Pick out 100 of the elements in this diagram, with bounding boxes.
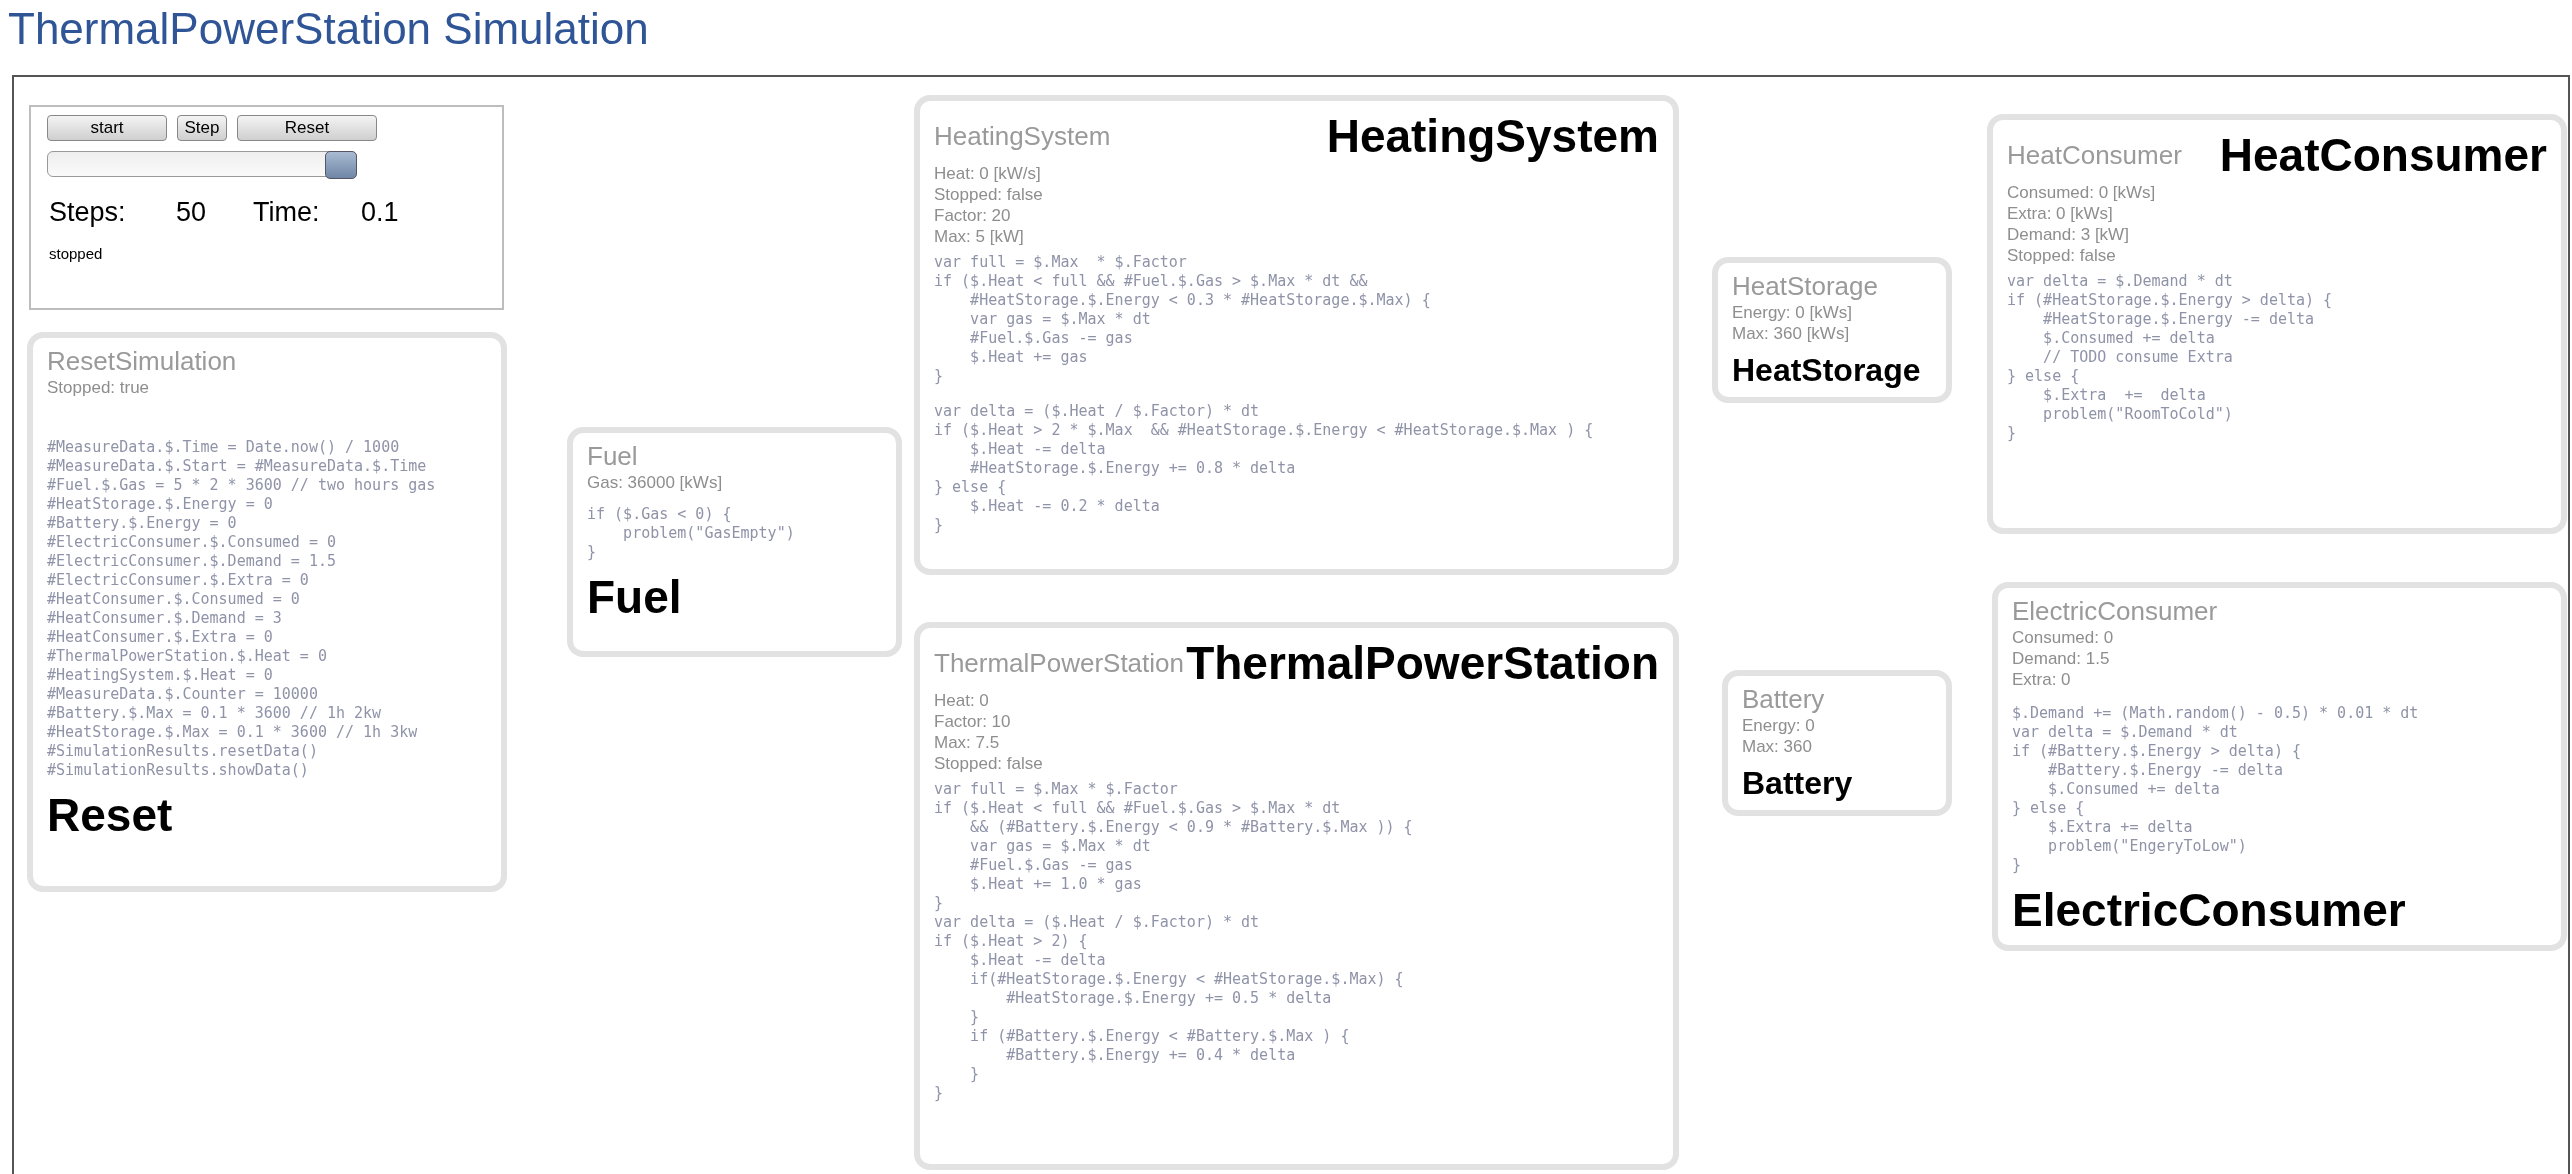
- control-panel: [29, 105, 504, 310]
- code-line: #ElectricConsumer.$.Extra = 0: [47, 571, 310, 590]
- code-line: if(#HeatStorage.$.Energy < #HeatStorage.$.Max) {: [969, 970, 1405, 989]
- code-line: problem("EngeryToLow"): [2047, 837, 2248, 856]
- code-line: $.Extra += delta: [2042, 386, 2207, 405]
- code-line: $.Consumed += delta: [2047, 780, 2221, 799]
- code-line: problem("RoomToCold"): [2042, 405, 2234, 424]
- stat-label: Time:: [253, 197, 320, 228]
- reset-button: Reset: [237, 115, 377, 141]
- object-label: Battery: [1742, 765, 1854, 802]
- code-line: if ($.Heat > 2) {: [934, 932, 1089, 951]
- stat-value: 50: [176, 197, 207, 228]
- code-line: #HeatStorage.$.Energy -= delta: [2042, 310, 2316, 329]
- page-title: ThermalPowerStation Simulation: [8, 4, 649, 54]
- property-text: Gas: 36000 [kWs]: [587, 472, 724, 493]
- code-line: } else {: [2012, 799, 2086, 818]
- property-text: Stopped: false: [2007, 245, 2117, 266]
- code-line: #HeatConsumer.$.Extra = 0: [47, 628, 274, 647]
- property-text: Demand: 1.5: [2012, 648, 2111, 669]
- panel-title: HeatingSystem: [934, 120, 1111, 152]
- code-line: }: [969, 1008, 981, 1027]
- property-text: Stopped: true: [47, 377, 151, 398]
- code-line: && (#Battery.$.Energy < 0.9 * #Battery.$.Max )) {: [969, 818, 1414, 837]
- object-panel: [1722, 670, 1952, 816]
- object-panel: [27, 332, 507, 892]
- stat-value: 0.1: [361, 197, 399, 228]
- property-text: Max: 360: [1742, 736, 1813, 757]
- code-line: if ($.Gas < 0) {: [587, 505, 733, 524]
- code-line: if ($.Heat < full && #Fuel.$.Gas > $.Max * dt: [934, 799, 1342, 818]
- panel-title: Fuel: [587, 441, 639, 472]
- code-line: if (#Battery.$.Energy < #Battery.$.Max ) {: [969, 1027, 1351, 1046]
- code-line: var delta = ($.Heat / $.Factor) * dt: [934, 402, 1261, 421]
- code-line: #Fuel.$.Gas -= gas: [969, 329, 1134, 348]
- code-line: #MeasureData.$.Counter = 10000: [47, 685, 319, 704]
- code-line: #Fuel.$.Gas = 5 * 2 * 3600 // two hours gas: [47, 476, 437, 495]
- object-panel: [1992, 582, 2567, 951]
- code-line: #HeatConsumer.$.Demand = 3: [47, 609, 283, 628]
- code-line: }: [2012, 856, 2023, 875]
- code-line: #HeatStorage.$.Max = 0.1 * 3600 // 1h 3kw: [47, 723, 419, 742]
- property-text: Extra: 0 [kWs]: [2007, 203, 2114, 224]
- property-text: Consumed: 0: [2012, 627, 2115, 648]
- property-text: Demand: 3 [kW]: [2007, 224, 2130, 245]
- code-line: #MeasureData.$.Time = Date.now() / 1000: [47, 438, 401, 457]
- code-line: var full = $.Max * $.Factor: [934, 253, 1188, 272]
- code-line: }: [587, 543, 598, 562]
- code-line: $.Consumed += delta: [2042, 329, 2216, 348]
- object-panel: [914, 622, 1679, 1170]
- panel-title: HeatStorage: [1732, 271, 1879, 302]
- code-line: }: [2007, 424, 2018, 443]
- code-line: var delta = ($.Heat / $.Factor) * dt: [934, 913, 1261, 932]
- code-line: $.Heat += gas: [969, 348, 1089, 367]
- object-label: HeatingSystem: [1326, 109, 1659, 163]
- code-line: #ElectricConsumer.$.Demand = 1.5: [47, 552, 337, 571]
- code-line: #ThermalPowerStation.$.Heat = 0: [47, 647, 328, 666]
- code-line: var delta = $.Demand * dt: [2012, 723, 2239, 742]
- object-label: ThermalPowerStation: [1186, 636, 1659, 690]
- code-line: #Battery.$.Max = 0.1 * 3600 // 1h 2kw: [47, 704, 383, 723]
- code-line: }: [934, 516, 945, 535]
- code-line: #HeatConsumer.$.Consumed = 0: [47, 590, 301, 609]
- property-text: Factor: 20: [934, 205, 1012, 226]
- code-line: $.Heat -= 0.2 * delta: [969, 497, 1161, 516]
- object-panel: [567, 427, 902, 657]
- code-line: } else {: [934, 478, 1008, 497]
- code-line: problem("GasEmpty"): [622, 524, 796, 543]
- code-line: #MeasureData.$.Start = #MeasureData.$.Time: [47, 457, 428, 476]
- code-line: $.Heat += 1.0 * gas: [969, 875, 1143, 894]
- stat-label: Steps:: [49, 197, 126, 228]
- status-text: stopped: [49, 244, 103, 264]
- code-line: var full = $.Max * $.Factor: [934, 780, 1179, 799]
- object-label: HeatConsumer: [2219, 128, 2547, 182]
- object-panel: [1712, 257, 1952, 403]
- property-text: Extra: 0: [2012, 669, 2072, 690]
- property-text: Factor: 10: [934, 711, 1012, 732]
- code-line: #SimulationResults.resetData(): [47, 742, 319, 761]
- code-line: #Battery.$.Energy -= delta: [2047, 761, 2284, 780]
- property-text: Consumed: 0 [kWs]: [2007, 182, 2157, 203]
- code-line: #Fuel.$.Gas -= gas: [969, 856, 1134, 875]
- property-text: Max: 5 [kW]: [934, 226, 1025, 247]
- panel-title: Battery: [1742, 684, 1826, 715]
- code-line: $.Heat -= delta: [969, 951, 1107, 970]
- property-text: Energy: 0 [kWs]: [1732, 302, 1853, 323]
- code-line: if (#HeatStorage.$.Energy > delta) {: [2007, 291, 2334, 310]
- property-text: Energy: 0: [1742, 715, 1816, 736]
- property-text: Stopped: false: [934, 184, 1044, 205]
- object-label: HeatStorage: [1732, 352, 1922, 389]
- object-panel: [914, 95, 1679, 575]
- panel-title: ElectricConsumer: [2012, 596, 2219, 627]
- panel-title: ThermalPowerStation: [934, 647, 1184, 679]
- property-text: Max: 360 [kWs]: [1732, 323, 1851, 344]
- property-text: Heat: 0: [934, 690, 990, 711]
- code-line: var gas = $.Max * dt: [969, 837, 1152, 856]
- code-line: #HeatStorage.$.Energy += 0.5 * delta: [1005, 989, 1333, 1008]
- step-button: Step: [177, 115, 227, 141]
- code-line: }: [934, 367, 945, 386]
- object-label: ElectricConsumer: [2012, 883, 2407, 937]
- code-line: // TODO consume Extra: [2042, 348, 2234, 367]
- code-line: }: [934, 1084, 945, 1103]
- property-text: Heat: 0 [kW/s]: [934, 163, 1042, 184]
- code-line: #HeatStorage.$.Energy += 0.8 * delta: [969, 459, 1297, 478]
- object-label: Reset: [47, 788, 174, 842]
